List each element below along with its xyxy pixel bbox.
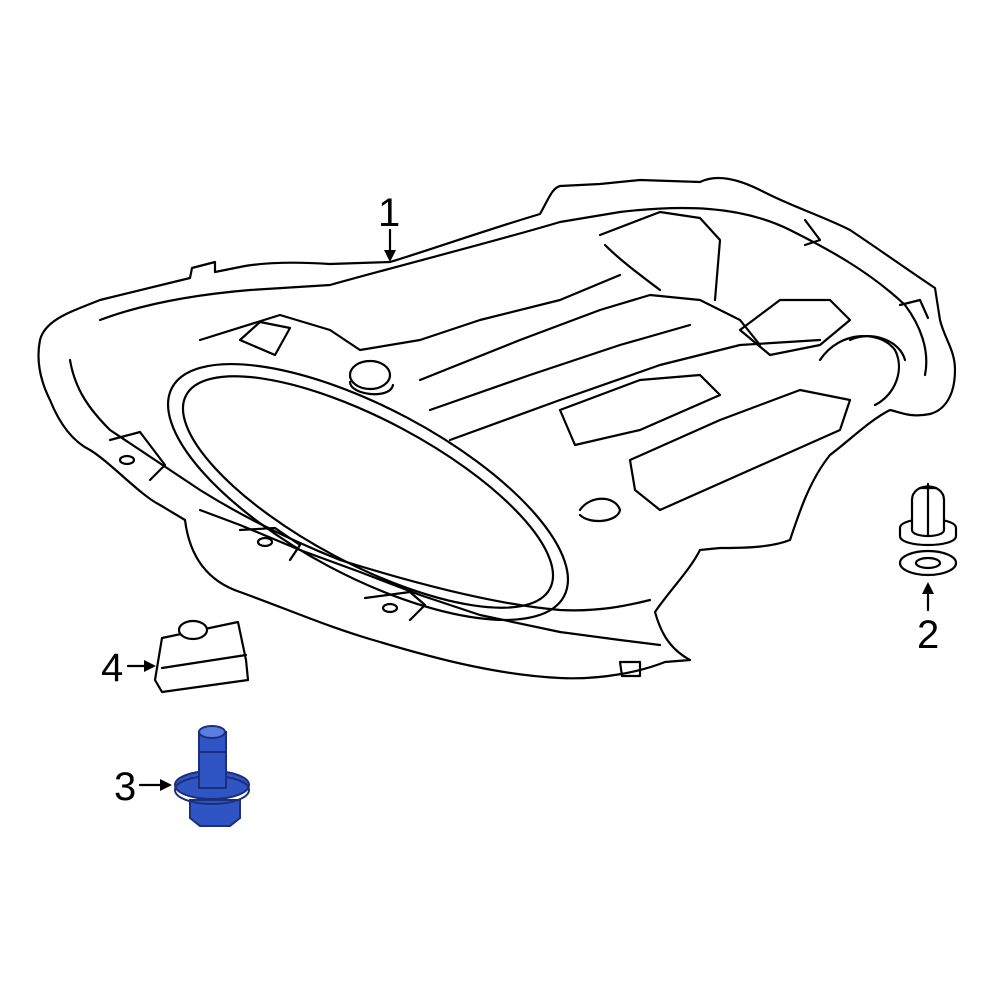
callout-1: 1 bbox=[378, 191, 400, 262]
part-4-clip-nut[interactable] bbox=[153, 619, 250, 694]
part-3-flange-bolt[interactable] bbox=[174, 725, 250, 827]
callout-4: 4 bbox=[101, 646, 156, 690]
callout-arrow-2 bbox=[922, 582, 934, 594]
callout-label-1: 1 bbox=[378, 191, 400, 235]
callout-3: 3 bbox=[114, 765, 172, 809]
callout-arrow-4 bbox=[144, 660, 156, 672]
part-1-splash-shield[interactable] bbox=[37, 176, 957, 680]
callout-2: 2 bbox=[917, 582, 939, 657]
callout-arrow-1 bbox=[384, 250, 396, 262]
callout-label-4: 4 bbox=[101, 646, 123, 690]
callout-arrow-3 bbox=[160, 779, 172, 791]
part-2-push-clip[interactable] bbox=[898, 482, 958, 577]
callout-label-3: 3 bbox=[114, 765, 136, 809]
callout-label-2: 2 bbox=[917, 613, 939, 657]
